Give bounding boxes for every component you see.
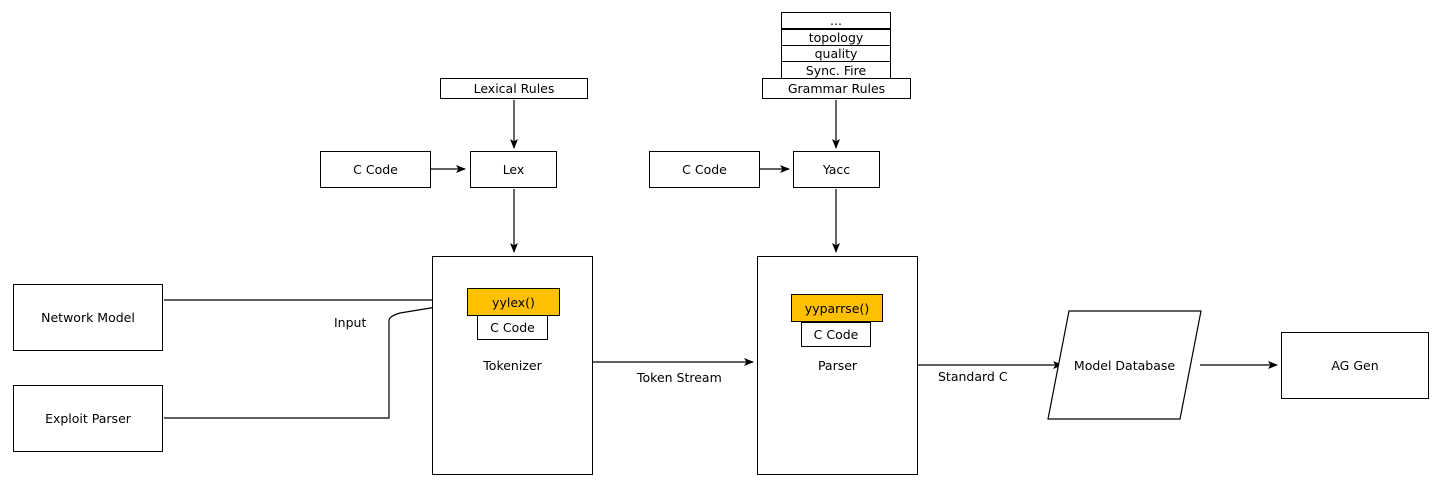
node-grammar-rules[interactable]: Grammar Rules [762, 78, 911, 99]
grammar-stack-item-2-label: quality [814, 46, 858, 61]
grammar-stack-item-0-label: ... [830, 13, 842, 28]
node-yyparse-label: yyparrse() [804, 300, 870, 316]
node-parser-label-text: Parser [817, 358, 858, 373]
edge-exploitparser-yylex [164, 300, 462, 419]
edge-label-standard-c: Standard C [938, 369, 1008, 384]
node-network-model[interactable]: Network Model [13, 284, 163, 351]
node-tokenizer-label-text: Tokenizer [483, 358, 542, 373]
node-grammar-rules-label: Grammar Rules [787, 81, 886, 96]
grammar-stack-item-2: quality [781, 45, 891, 62]
node-yacc-label: Yacc [822, 162, 851, 177]
node-tokenizer-label: Tokenizer [432, 358, 593, 373]
node-yylex-c-code-label: C Code [490, 320, 535, 335]
edge-label-token-stream: Token Stream [637, 370, 722, 385]
node-ag-gen[interactable]: AG Gen [1281, 332, 1429, 399]
node-lex[interactable]: Lex [470, 151, 557, 188]
node-c-code-yacc[interactable]: C Code [649, 151, 760, 188]
grammar-stack-item-3: Sync. Fire [781, 61, 891, 79]
node-ag-gen-label: AG Gen [1331, 358, 1379, 373]
node-c-code-lex-label: C Code [353, 162, 398, 177]
model-database-shape [1047, 310, 1202, 420]
node-yacc[interactable]: Yacc [793, 151, 880, 188]
edge-label-standard-c-text: Standard C [938, 369, 1008, 384]
grammar-stack-item-1: topology [781, 29, 891, 46]
grammar-stack-item-1-label: topology [808, 30, 864, 45]
node-yyparse-c-code[interactable]: C Code [801, 322, 871, 347]
grammar-stack-item-0: ... [781, 12, 891, 29]
node-exploit-parser[interactable]: Exploit Parser [13, 385, 163, 452]
node-network-model-label: Network Model [41, 310, 135, 325]
node-model-database[interactable]: Model Database [1047, 310, 1202, 420]
node-parser-label: Parser [757, 358, 918, 373]
node-yylex[interactable]: yylex() [467, 288, 560, 316]
node-yyparse-c-code-label: C Code [813, 327, 859, 342]
node-c-code-yacc-label: C Code [682, 162, 727, 177]
edge-label-token-stream-text: Token Stream [637, 370, 722, 385]
node-lexical-rules-label: Lexical Rules [473, 81, 555, 96]
edge-label-input: Input [334, 315, 366, 330]
grammar-stack-item-3-label: Sync. Fire [805, 62, 867, 78]
node-exploit-parser-label: Exploit Parser [45, 411, 131, 426]
node-yyparse[interactable]: yyparrse() [791, 294, 883, 322]
node-model-database-label: Model Database [1073, 357, 1176, 373]
node-lex-label: Lex [502, 162, 525, 177]
edge-label-input-text: Input [334, 315, 367, 330]
node-yylex-label: yylex() [492, 294, 535, 310]
node-lexical-rules[interactable]: Lexical Rules [440, 78, 588, 99]
node-parser[interactable] [757, 256, 918, 475]
node-c-code-lex[interactable]: C Code [320, 151, 431, 188]
node-yylex-c-code[interactable]: C Code [477, 315, 548, 340]
